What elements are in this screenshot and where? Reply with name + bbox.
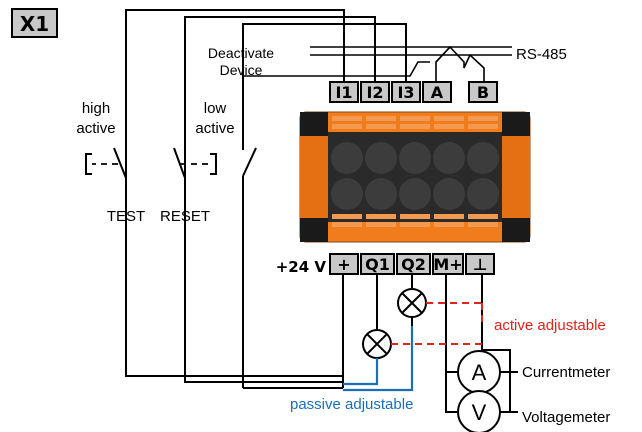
terminal-i3-label: I3 xyxy=(397,83,414,102)
terminal-q2[interactable] xyxy=(396,253,431,275)
low-active-label-line2: active xyxy=(195,120,234,137)
terminal-block xyxy=(299,111,531,243)
deactivate-label-line2: Device xyxy=(220,62,263,78)
voltmeter: V xyxy=(457,390,501,432)
terminal-q2-label: Q2 xyxy=(401,255,426,274)
terminal-b[interactable] xyxy=(468,81,498,103)
output-wires xyxy=(342,274,518,413)
low-active-label-line1: low xyxy=(204,100,227,117)
terminal-m-plus-label: M+ xyxy=(433,255,462,274)
terminal-a-label: A xyxy=(431,83,444,102)
terminal-plus-label: + xyxy=(337,255,350,274)
terminal-i3[interactable] xyxy=(391,81,421,103)
lamp-q1 xyxy=(362,329,392,359)
connector-x1-label: X1 xyxy=(11,8,58,38)
passive-adjustable-label: passive adjustable xyxy=(290,396,413,413)
bottom-terminal-row: + Q1 Q2 M+ ⊥ xyxy=(329,253,495,275)
switch-common-wires xyxy=(125,196,343,389)
active-adjustable-wires xyxy=(391,302,483,345)
high-active-label-line1: high xyxy=(82,100,110,117)
reset-switch xyxy=(173,140,217,196)
terminal-i2-label: I2 xyxy=(366,83,383,102)
terminal-m-plus[interactable] xyxy=(432,253,464,275)
supply-voltage-label: +24 V xyxy=(276,258,327,276)
rs485-wires xyxy=(310,46,512,82)
deactivate-switch xyxy=(242,140,257,388)
input-wires xyxy=(125,9,430,178)
lamp-q2 xyxy=(397,288,427,326)
terminal-q1-label: Q1 xyxy=(365,255,390,274)
active-adjustable-label: active adjustable xyxy=(494,317,606,334)
top-terminal-row: I1 I2 I3 A B xyxy=(329,81,498,103)
terminal-b-label: B xyxy=(477,83,489,102)
svg-text:X1: X1 xyxy=(20,12,49,36)
terminal-i2[interactable] xyxy=(360,81,390,103)
ammeter-symbol: A xyxy=(472,360,487,385)
terminal-ground[interactable] xyxy=(465,253,495,275)
terminal-a[interactable] xyxy=(422,81,452,103)
terminal-i1-label: I1 xyxy=(335,83,352,102)
currentmeter-label: Currentmeter xyxy=(522,364,610,381)
deactivate-label-line1: Deactivate xyxy=(208,45,274,61)
rs485-label: RS-485 xyxy=(516,46,567,63)
high-active-label-line2: active xyxy=(76,120,115,137)
voltagemeter-label: Voltagemeter xyxy=(522,409,610,426)
test-switch xyxy=(85,140,127,196)
ammeter: A xyxy=(457,350,501,394)
terminal-i1[interactable] xyxy=(329,81,359,103)
terminal-ground-label: ⊥ xyxy=(473,255,488,274)
voltmeter-symbol: V xyxy=(472,400,487,425)
passive-adjustable-wires xyxy=(343,326,414,392)
